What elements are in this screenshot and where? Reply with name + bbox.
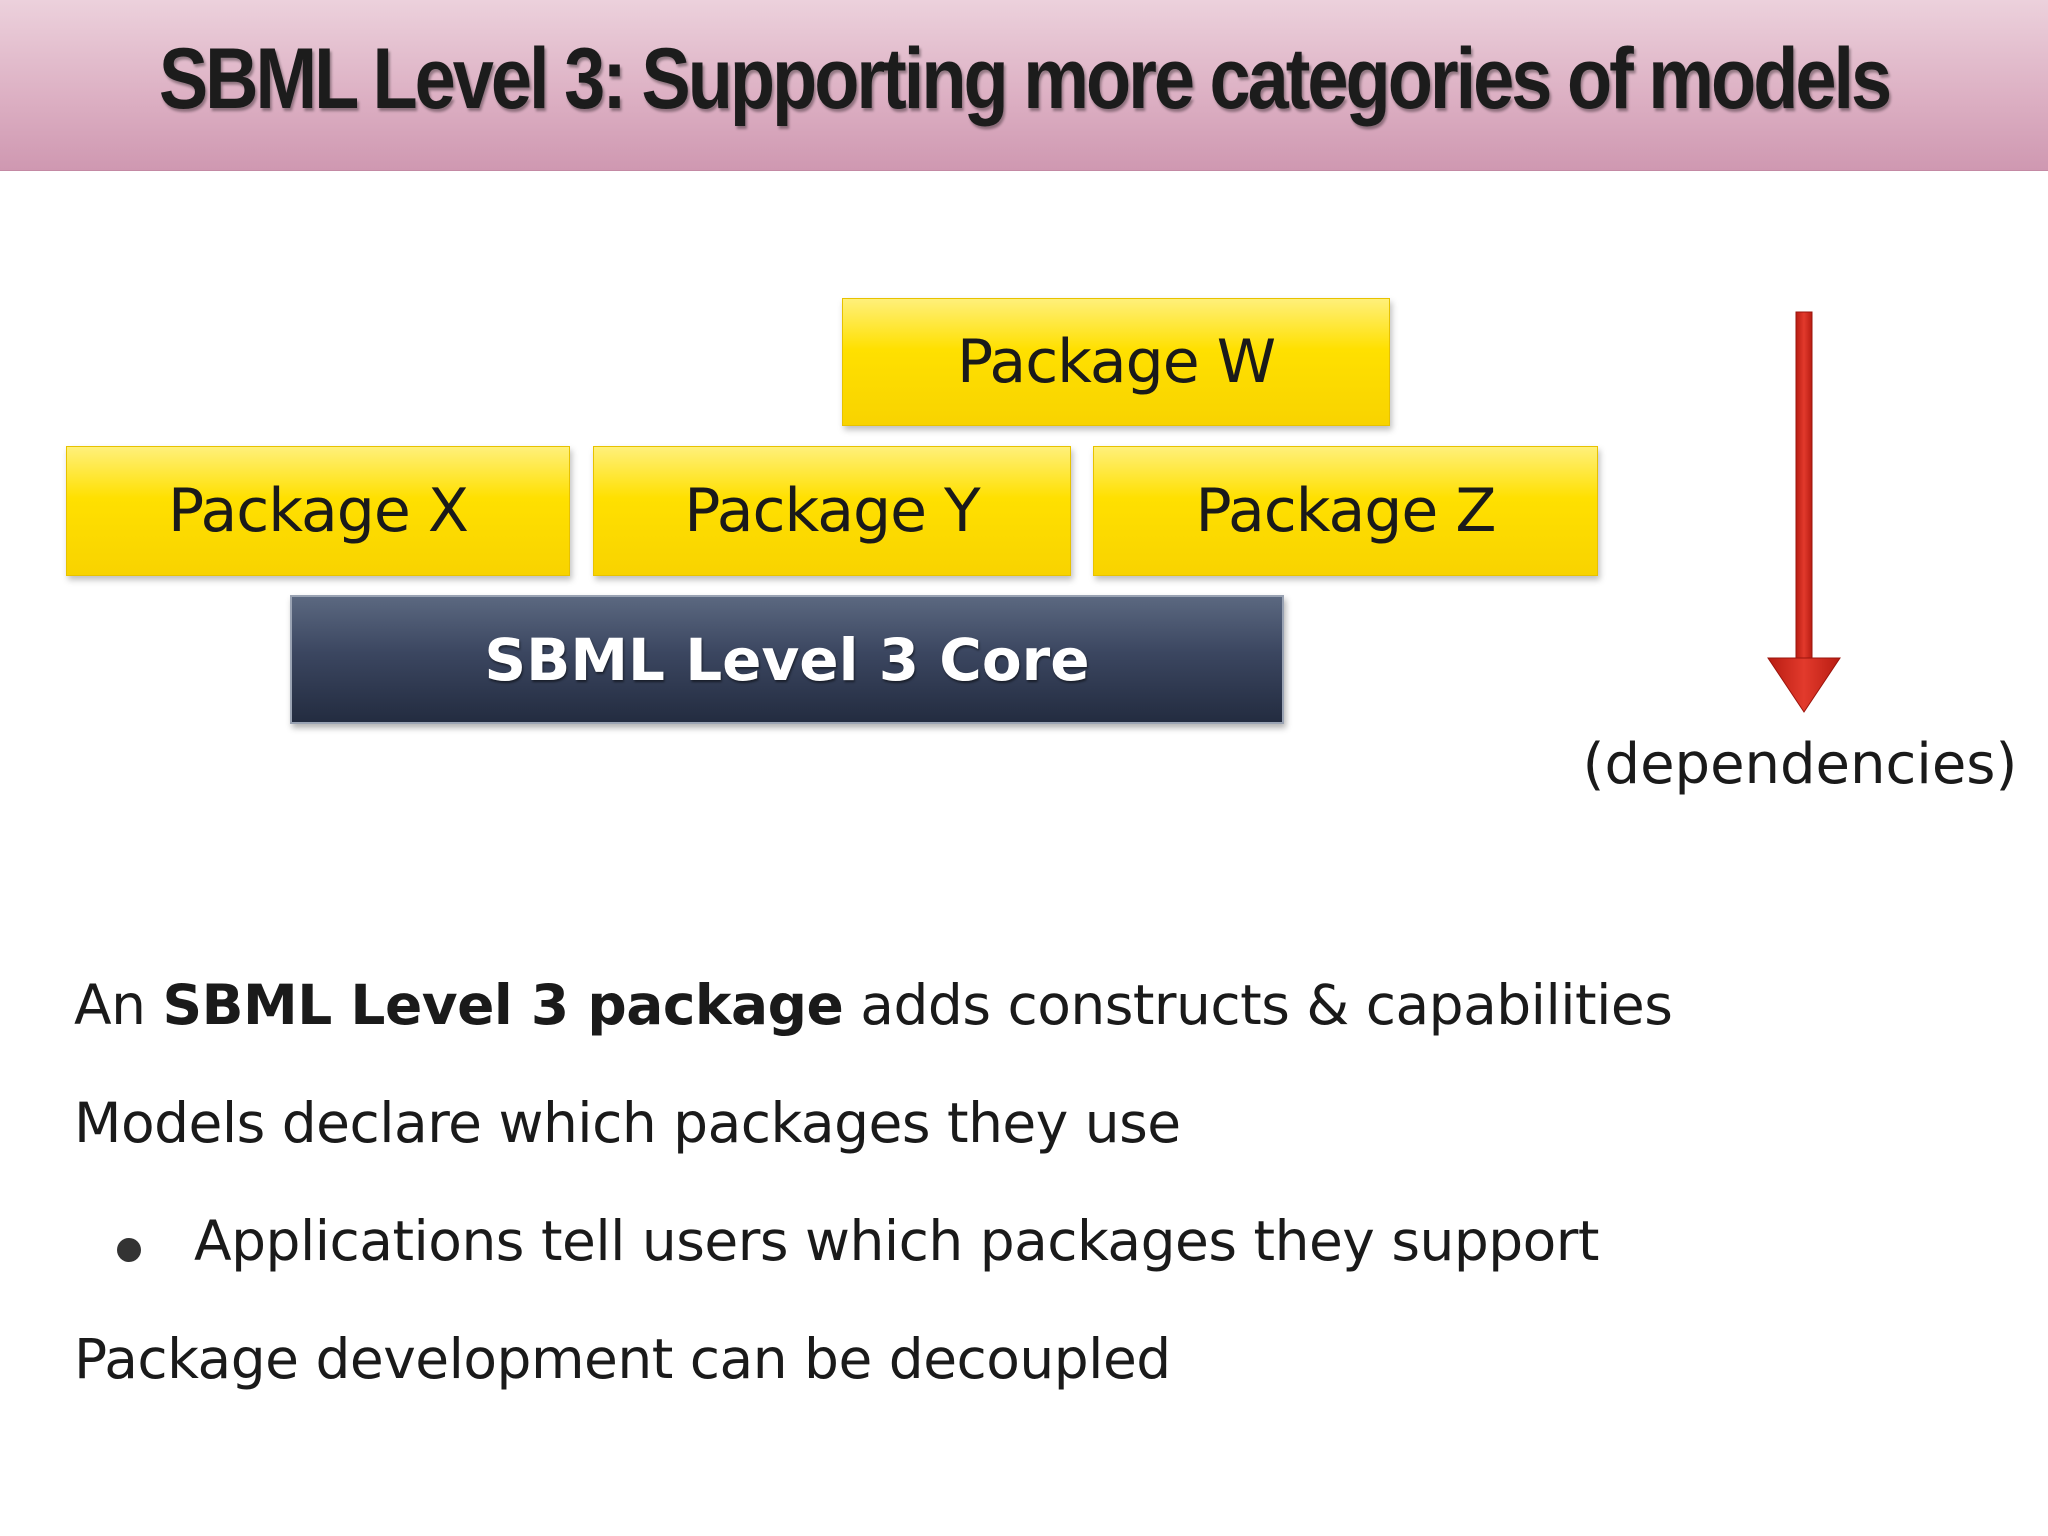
bullet-line-1: An SBML Level 3 package adds constructs … xyxy=(74,973,1673,1037)
dependency-arrow-icon xyxy=(1767,311,1841,713)
bullet-line-3: Applications tell users which packages t… xyxy=(194,1209,1599,1273)
package-x-label: Package X xyxy=(168,476,469,546)
package-y-label: Package Y xyxy=(684,476,980,546)
package-z-label: Package Z xyxy=(1195,476,1497,546)
bullet-line-4: Package development can be decoupled xyxy=(74,1327,1171,1391)
line1-prefix: An xyxy=(74,973,163,1037)
package-w-box: Package W xyxy=(842,298,1390,426)
package-y-box: Package Y xyxy=(593,446,1071,576)
package-z-box: Package Z xyxy=(1093,446,1598,576)
line1-suffix: adds constructs & capabilities xyxy=(843,973,1673,1037)
line1-bold: SBML Level 3 package xyxy=(162,973,844,1037)
slide-title: SBML Level 3: Supporting more categories… xyxy=(158,31,1892,127)
core-label: SBML Level 3 Core xyxy=(484,625,1090,694)
bullet-line-2: Models declare which packages they use xyxy=(74,1091,1181,1155)
bullet-dot-icon xyxy=(117,1238,141,1262)
core-box: SBML Level 3 Core xyxy=(290,595,1284,724)
package-w-label: Package W xyxy=(956,327,1276,397)
dependencies-label: (dependencies) xyxy=(1582,732,2018,797)
package-x-box: Package X xyxy=(66,446,570,576)
title-bar: SBML Level 3: Supporting more categories… xyxy=(0,0,2048,171)
